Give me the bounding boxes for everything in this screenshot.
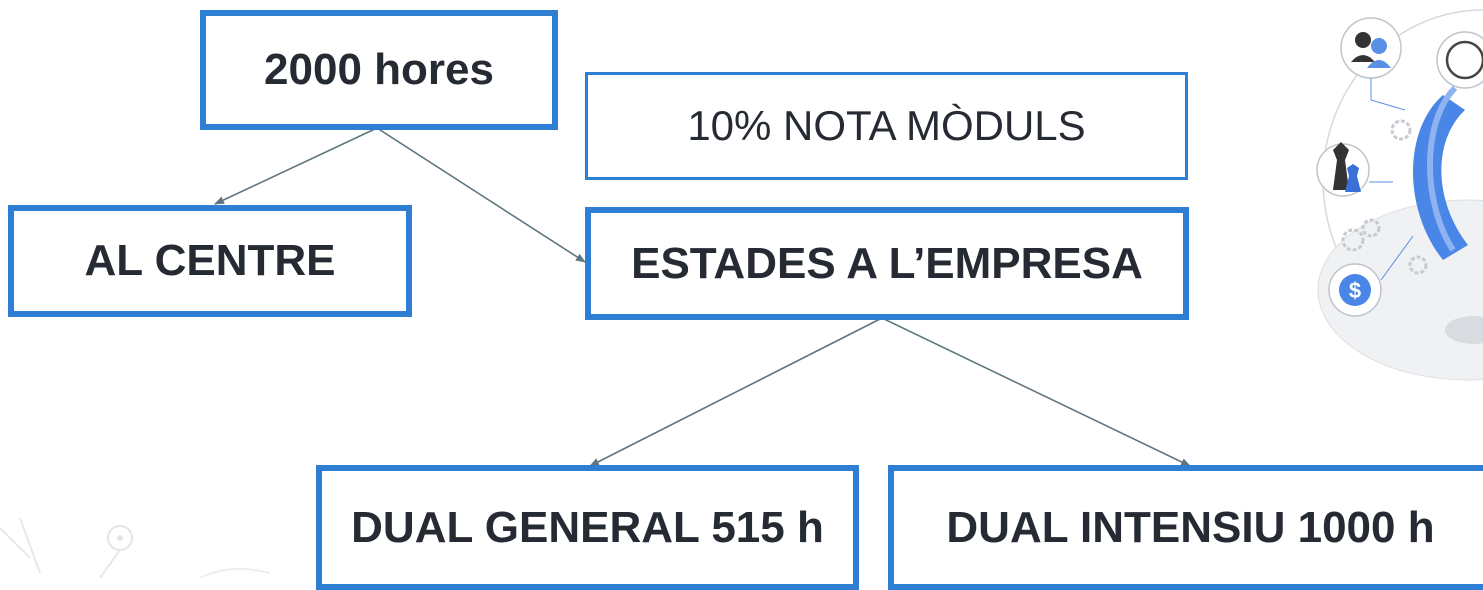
node-dual-intensiu: DUAL INTENSIU 1000 h [888,465,1483,590]
node-dual-general: DUAL GENERAL 515 h [316,465,859,590]
user-group-icon [1340,17,1402,79]
node-dual-intensiu-label: DUAL INTENSIU 1000 h [946,502,1435,552]
network-sketch-decoration [0,517,271,578]
node-al-centre-label: AL CENTRE [84,236,336,285]
node-dual-general-label: DUAL GENERAL 515 h [351,502,824,552]
chess-pieces-icon [1316,142,1370,197]
node-2000-hores-label: 2000 hores [264,45,494,94]
node-nota-moduls-label: 10% NOTA MÒDULS [687,102,1086,149]
gear-icon [1341,119,1428,275]
edge-estades-general [589,317,883,467]
edge-estades-intensiu [881,317,1191,467]
node-estades-empresa-label: ESTADES A L’EMPRESA [631,238,1143,288]
node-estades-empresa: ESTADES A L’EMPRESA [585,207,1189,320]
connectors [214,127,1191,467]
edge-hores-estades [376,127,586,263]
shield-icon [1436,31,1483,89]
edge-hores-centre [214,127,378,205]
dollar-coin-icon: $ [1328,263,1382,317]
svg-text:$: $ [1349,278,1361,303]
node-nota-moduls: 10% NOTA MÒDULS [585,72,1188,180]
node-2000-hores: 2000 hores [200,10,558,130]
node-al-centre: AL CENTRE [8,205,412,317]
business-illustration: $ [1316,9,1483,381]
